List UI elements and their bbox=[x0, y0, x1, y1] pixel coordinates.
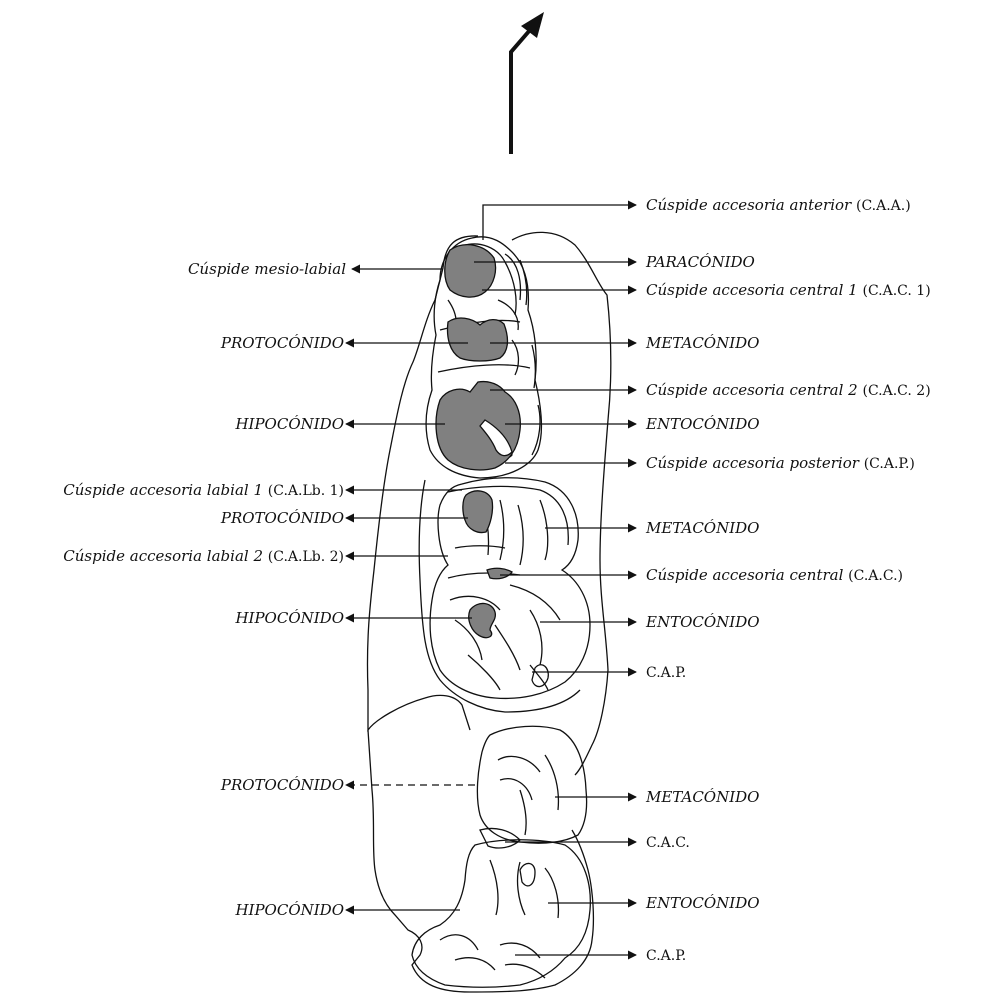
label-cac1-name: Cúspide accesoria central 1 bbox=[646, 281, 858, 299]
label-cac-name: Cúspide accesoria central bbox=[646, 566, 843, 584]
molar-3 bbox=[412, 726, 590, 987]
label-m2-hipoconido-name: HIPOCÓNIDO bbox=[235, 609, 344, 627]
label-m3-metaconido-name: METACÓNIDO bbox=[646, 788, 759, 806]
molar-2 bbox=[419, 478, 590, 712]
label-mesio-labial: Cúspide mesio-labial bbox=[188, 260, 346, 278]
label-m2-cap: C.A.P. bbox=[646, 663, 686, 682]
label-cac1-abbr: (C.A.C. 1) bbox=[862, 283, 930, 299]
label-cap: Cúspide accesoria posterior (C.A.P.) bbox=[646, 454, 915, 473]
label-m1-metaconido: METACÓNIDO bbox=[646, 334, 759, 352]
label-cac2-abbr: (C.A.C. 2) bbox=[862, 383, 930, 399]
label-m1-entoconido-name: ENTOCÓNIDO bbox=[646, 415, 760, 433]
label-m1-hipoconido-name: HIPOCÓNIDO bbox=[235, 415, 344, 433]
label-caa-name: Cúspide accesoria anterior bbox=[646, 196, 851, 214]
label-m3-hipoconido: HIPOCÓNIDO bbox=[235, 901, 344, 919]
label-m3-cap: C.A.P. bbox=[646, 946, 686, 965]
molar-1 bbox=[426, 237, 541, 478]
label-m3-cac: C.A.C. bbox=[646, 833, 690, 852]
orientation-arrow bbox=[511, 12, 544, 154]
label-calb1-name: Cúspide accesoria labial 1 bbox=[63, 481, 263, 499]
label-cac2-name: Cúspide accesoria central 2 bbox=[646, 381, 858, 399]
label-calb1-abbr: (C.A.Lb. 1) bbox=[268, 483, 344, 499]
label-m3-protoconido-name: PROTOCÓNIDO bbox=[221, 776, 344, 794]
label-cap-abbr: (C.A.P.) bbox=[864, 456, 915, 472]
label-m2-metaconido: METACÓNIDO bbox=[646, 519, 759, 537]
label-calb1: Cúspide accesoria labial 1 (C.A.Lb. 1) bbox=[63, 481, 344, 500]
label-m3-cac-abbr: C.A.C. bbox=[646, 835, 690, 851]
label-m2-protoconido-name: PROTOCÓNIDO bbox=[221, 509, 344, 527]
label-m1-protoconido: PROTOCÓNIDO bbox=[221, 334, 344, 352]
label-m3-cap-abbr: C.A.P. bbox=[646, 948, 686, 964]
label-m1-hipoconido: HIPOCÓNIDO bbox=[235, 415, 344, 433]
label-m3-entoconido: ENTOCÓNIDO bbox=[646, 894, 760, 912]
label-m2-entoconido: ENTOCÓNIDO bbox=[646, 613, 760, 631]
label-cac2: Cúspide accesoria central 2 (C.A.C. 2) bbox=[646, 381, 931, 400]
label-m2-entoconido-name: ENTOCÓNIDO bbox=[646, 613, 760, 631]
label-cac1: Cúspide accesoria central 1 (C.A.C. 1) bbox=[646, 281, 931, 300]
label-mesio-labial-name: Cúspide mesio-labial bbox=[188, 260, 346, 278]
label-calb2-name: Cúspide accesoria labial 2 bbox=[63, 547, 263, 565]
label-m2-metaconido-name: METACÓNIDO bbox=[646, 519, 759, 537]
label-m3-protoconido: PROTOCÓNIDO bbox=[221, 776, 344, 794]
label-m3-hipoconido-name: HIPOCÓNIDO bbox=[235, 901, 344, 919]
label-cap-name: Cúspide accesoria posterior bbox=[646, 454, 859, 472]
label-caa: Cúspide accesoria anterior (C.A.A.) bbox=[646, 196, 911, 215]
label-m1-entoconido: ENTOCÓNIDO bbox=[646, 415, 760, 433]
label-m1-metaconido-name: METACÓNIDO bbox=[646, 334, 759, 352]
label-calb2-abbr: (C.A.Lb. 2) bbox=[268, 549, 344, 565]
label-m2-protoconido: PROTOCÓNIDO bbox=[221, 509, 344, 527]
label-m3-entoconido-name: ENTOCÓNIDO bbox=[646, 894, 760, 912]
label-cac-abbr: (C.A.C.) bbox=[848, 568, 903, 584]
label-m2-hipoconido: HIPOCÓNIDO bbox=[235, 609, 344, 627]
label-m2-cap-abbr: C.A.P. bbox=[646, 665, 686, 681]
label-m1-paraconido: PARACÓNIDO bbox=[646, 253, 755, 271]
label-cac: Cúspide accesoria central (C.A.C.) bbox=[646, 566, 903, 585]
label-caa-abbr: (C.A.A.) bbox=[856, 198, 911, 214]
label-m1-protoconido-name: PROTOCÓNIDO bbox=[221, 334, 344, 352]
label-m3-metaconido: METACÓNIDO bbox=[646, 788, 759, 806]
label-calb2: Cúspide accesoria labial 2 (C.A.Lb. 2) bbox=[63, 547, 344, 566]
label-arrows bbox=[346, 205, 636, 955]
label-m1-paraconido-name: PARACÓNIDO bbox=[646, 253, 755, 271]
